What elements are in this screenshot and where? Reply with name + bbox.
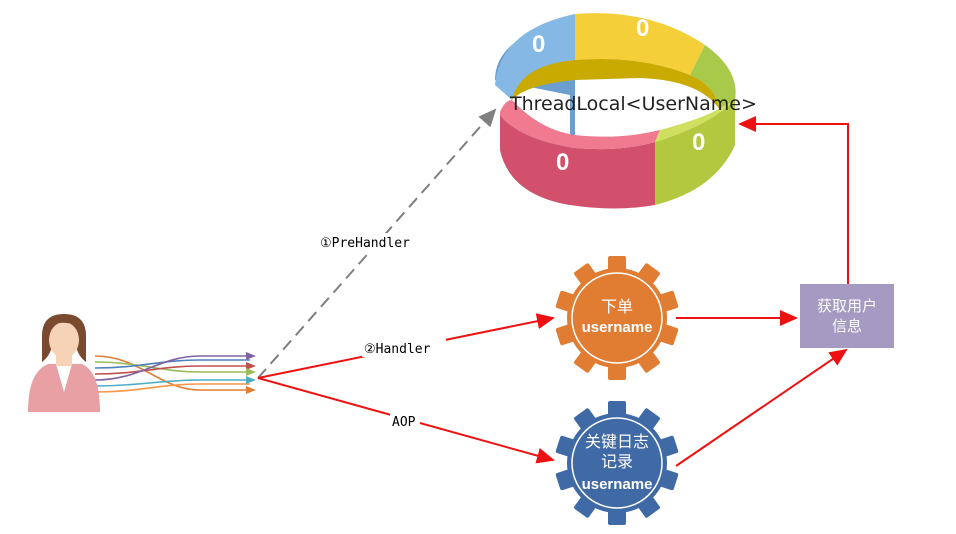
ring-segment-top-left <box>495 14 575 100</box>
gear-tooth <box>555 290 578 313</box>
gear-tooth <box>608 256 626 274</box>
gear-tooth <box>656 323 679 346</box>
log-gear-title: 关键日志 <box>585 432 649 451</box>
ring-slot-digit-3: 0 <box>692 129 705 156</box>
box-line-2: 信息 <box>832 317 862 335</box>
ring-slot-digit-4: 0 <box>556 149 569 176</box>
handler-label: ②Handler <box>364 342 431 357</box>
gear-tooth <box>656 290 679 313</box>
ring-slot-digit-1: 0 <box>532 31 545 58</box>
ring-segment-top-right <box>690 45 736 110</box>
businesswoman-icon <box>28 314 100 412</box>
log-to-box-arrow <box>675 348 848 467</box>
order-gear-title: 下单 <box>601 297 633 316</box>
gear-tooth <box>608 362 626 380</box>
ring-segment-front-pink-top <box>500 100 660 150</box>
ring-segment-front-green-top <box>655 100 735 142</box>
aop-label: AOP <box>392 415 416 430</box>
order-gear: 下单 username <box>555 256 679 380</box>
ring-segment-front-green <box>655 100 735 205</box>
log-gear: 关键日志 记录 username <box>555 401 679 525</box>
ring-segment-front-pink <box>500 115 655 209</box>
box-to-ring-arrow <box>738 116 849 284</box>
order-gear-inner-ring <box>571 272 663 364</box>
gear-tooth <box>608 507 626 525</box>
gear-tooth <box>555 435 578 458</box>
order-gear-username: username <box>582 319 653 336</box>
threadlocal-ring: ThreadLocal<UserName> 0 0 0 0 <box>495 13 757 209</box>
gear-tooth <box>608 401 626 419</box>
box-line-1: 获取用户 <box>817 297 877 315</box>
prehandler-label: ①PreHandler <box>320 236 410 251</box>
ring-label: ThreadLocal<UserName> <box>509 93 757 115</box>
gear-tooth <box>656 435 679 458</box>
get-user-info-box: 获取用户 信息 <box>800 284 894 348</box>
gear-tooth <box>555 468 578 491</box>
gear-tooth <box>555 323 578 346</box>
log-gear-subtitle: 记录 <box>601 452 633 471</box>
gear-tooth <box>656 468 679 491</box>
ring-inner-back <box>512 59 720 110</box>
log-gear-username: username <box>582 476 653 493</box>
crossing-arrows-icon <box>94 352 256 394</box>
ring-slot-digit-2: 0 <box>636 15 649 42</box>
ring-segment-top-center <box>575 13 705 76</box>
log-gear-inner-ring <box>571 417 663 509</box>
